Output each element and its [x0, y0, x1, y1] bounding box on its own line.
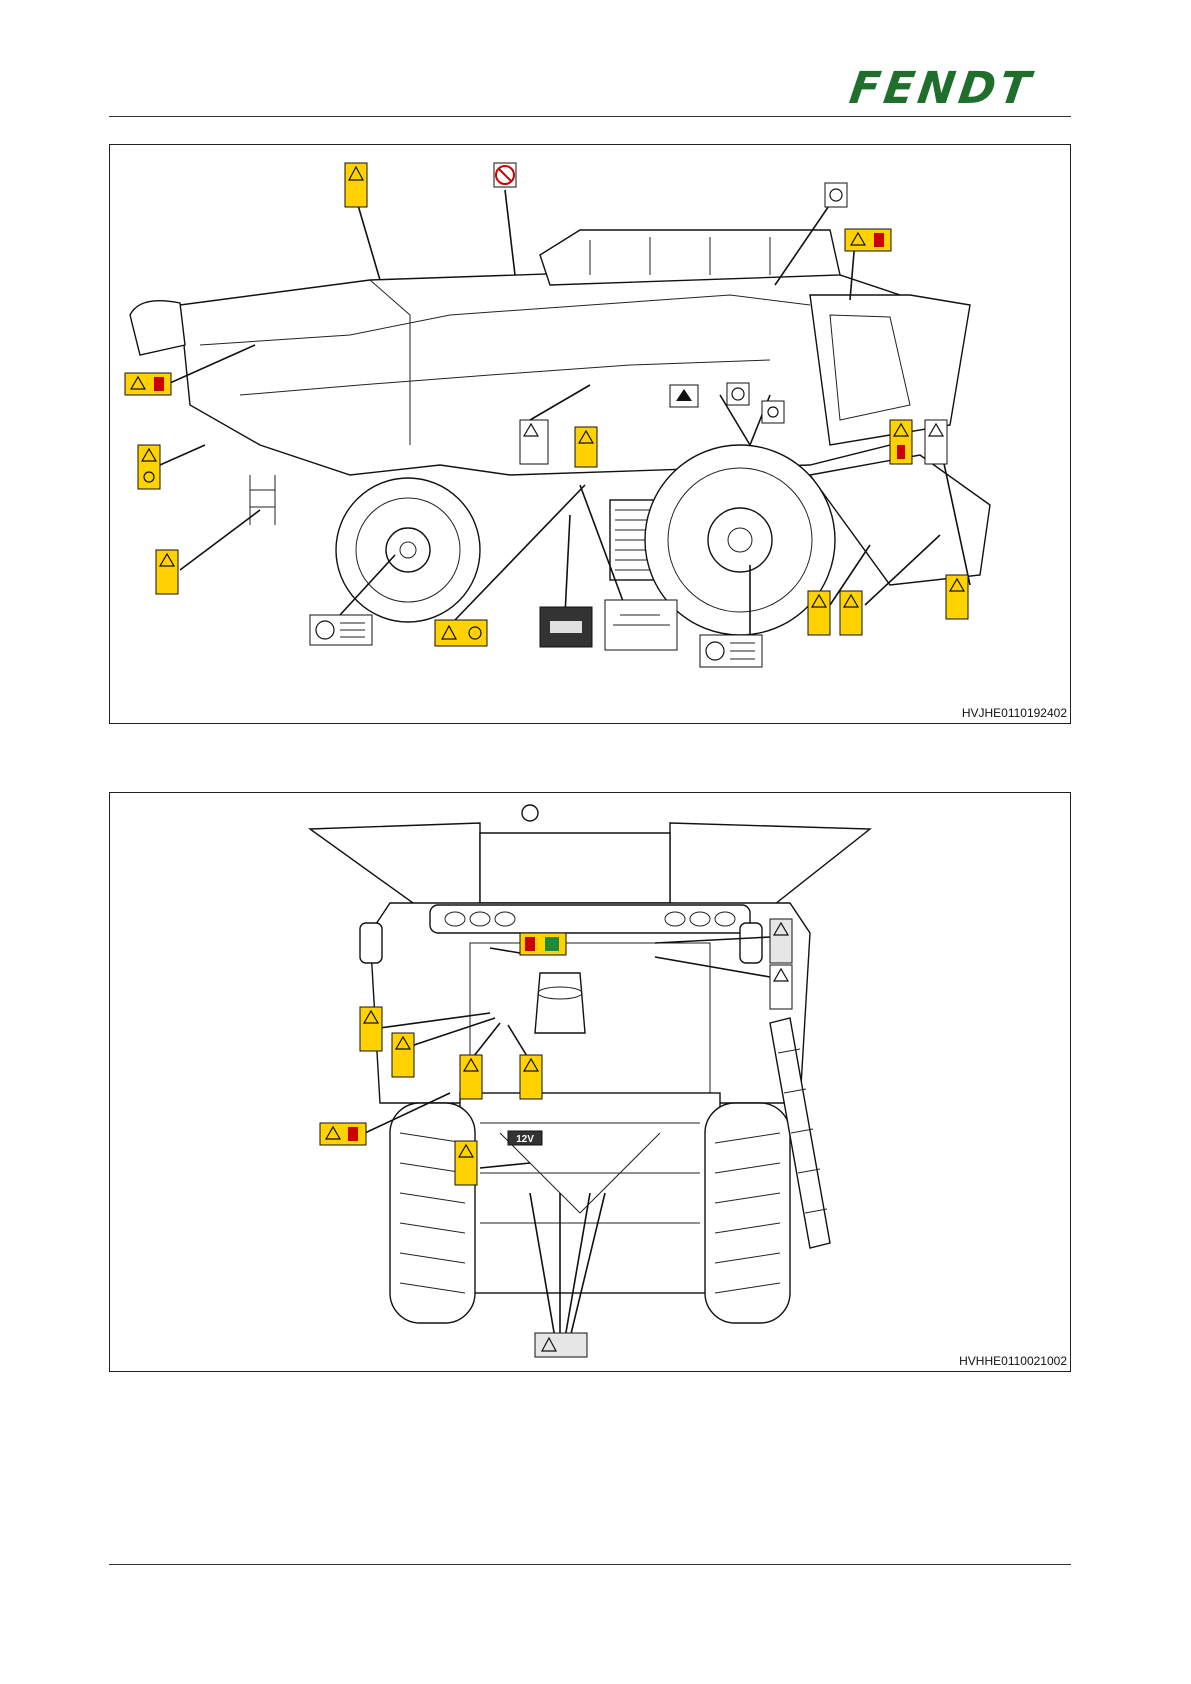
decal-header-1 [808, 591, 830, 635]
decal-f-left-3 [460, 1055, 482, 1099]
beacon [522, 805, 538, 821]
decal-f-cab-1 [520, 933, 566, 955]
decal-f-right-1 [770, 919, 792, 963]
decal-body-mid [520, 420, 548, 464]
operator-seat [535, 973, 585, 1033]
decal-f-left-4 [520, 1055, 542, 1099]
decal-f-left-5 [320, 1123, 366, 1145]
fendt-logo: FENDT [847, 66, 1073, 112]
tank-center [480, 833, 670, 903]
feeder-house [810, 455, 990, 585]
side-view-drawing [110, 145, 1070, 723]
decal-lubrication-chart [605, 600, 677, 650]
tank-cover-right [670, 823, 870, 908]
decal-left-low [138, 445, 160, 489]
figure-front-view: 12V HVHHE0110021002 [109, 792, 1071, 1372]
decal-f-left-1 [360, 1007, 382, 1051]
rear-step [250, 475, 275, 525]
header-rule [109, 116, 1071, 117]
decal-rotating-parts [435, 620, 487, 646]
rear-wheel [336, 478, 480, 622]
decal-cab-right [845, 229, 891, 251]
decal-f-left-2 [392, 1033, 414, 1077]
footer-rule [109, 1564, 1071, 1565]
decal-front-right [890, 420, 912, 464]
decal-step-warning [156, 550, 178, 594]
left-wheel [390, 1103, 475, 1323]
decal-f-mid [455, 1141, 477, 1185]
tank-cover-left [310, 823, 480, 908]
decal-lift-point [825, 183, 847, 207]
decal-tire-pressure-rear [310, 615, 372, 645]
figure-id-front: HVHHE0110021002 [959, 1354, 1067, 1368]
mirror-left [360, 923, 382, 963]
decal-cab-step-2 [727, 383, 749, 405]
leader-2 [505, 190, 515, 275]
mirror-right [740, 923, 762, 963]
decal-left-body [125, 373, 171, 395]
decal-body-mid-yellow [575, 427, 597, 467]
decal-tire-pressure-front [700, 635, 762, 667]
decal-machine-plan [540, 607, 592, 647]
decal-f-battery: 12V [508, 1131, 542, 1145]
battery-label: 12V [516, 1134, 534, 1145]
decal-cab-step-3 [762, 401, 784, 423]
decal-f-bottom [535, 1333, 587, 1357]
right-wheel [705, 1103, 790, 1323]
leader-10 [565, 515, 570, 615]
figure-side-view: HVJHE0110192402 [109, 144, 1071, 724]
front-view-drawing: 12V [110, 793, 1070, 1371]
decal-no-step [494, 163, 516, 187]
figure-id-side: HVJHE0110192402 [962, 706, 1067, 720]
decal-header-2 [840, 591, 862, 635]
leader-6 [160, 445, 205, 465]
leader-7 [180, 510, 260, 570]
decal-header-3 [946, 575, 968, 619]
decal-cab-step-1 [670, 385, 698, 407]
decal-f-right-2 [770, 965, 792, 1009]
leader-1 [355, 195, 380, 280]
grain-tank-cover [540, 230, 840, 285]
combine-body [180, 265, 920, 475]
rear-spout [130, 301, 185, 355]
decal-front-right-2 [925, 420, 947, 464]
light-bar [430, 905, 750, 933]
decal-top-left [345, 163, 367, 207]
